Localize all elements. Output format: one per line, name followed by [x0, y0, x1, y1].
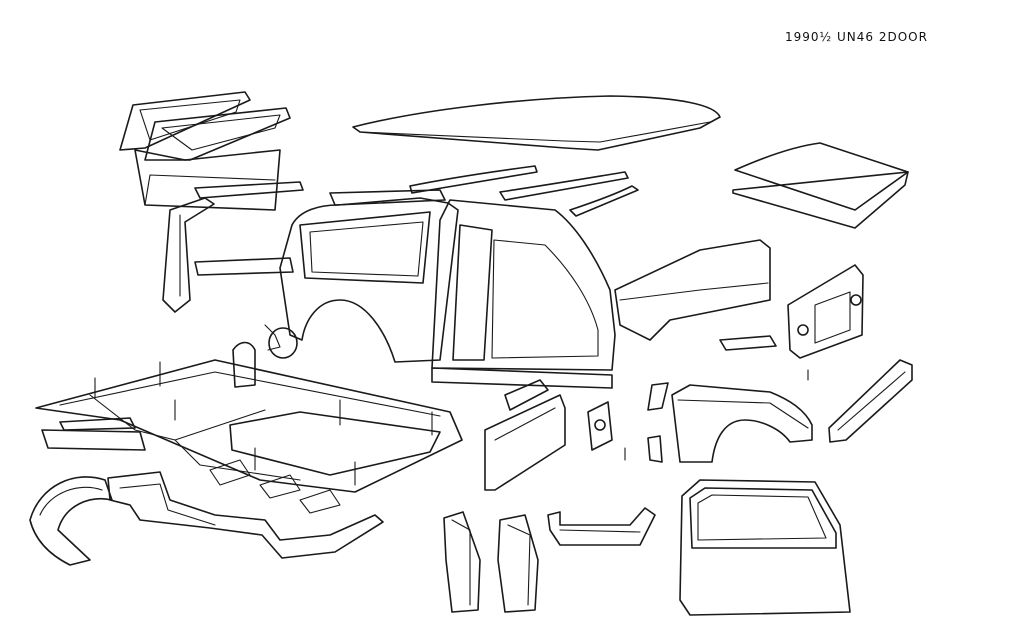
rear-pillar-panel	[162, 181, 304, 313]
rear-wheel-house	[29, 476, 113, 566]
lower-pillar-panels	[443, 507, 656, 613]
door-shell	[679, 479, 851, 616]
floor-rail-frame	[107, 471, 384, 559]
floor-pan	[35, 341, 463, 514]
roof-panel	[352, 95, 721, 151]
quarter-panel	[264, 189, 459, 363]
bumper-filler	[828, 359, 913, 443]
leader-arrows	[94, 361, 809, 486]
drawing-annotation: 1990½ UN46 2DOOR	[785, 30, 928, 44]
floor-crossmember	[41, 417, 146, 451]
roof-rails	[409, 165, 639, 217]
front-fender	[647, 382, 813, 463]
rear-window-frames	[119, 91, 291, 211]
hood-panel	[732, 142, 909, 229]
front-fender-apron	[614, 239, 777, 351]
door-opening-frame	[431, 199, 616, 389]
cowl-kick-panel	[484, 379, 613, 491]
radiator-support-panel	[787, 264, 864, 359]
